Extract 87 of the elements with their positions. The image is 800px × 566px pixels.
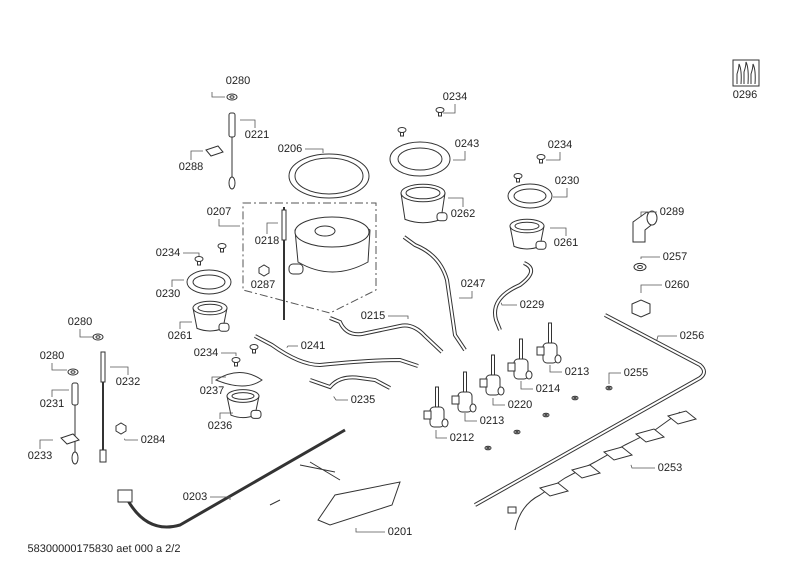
callout-number: 0280 <box>40 350 64 362</box>
callout-number: 0213 <box>480 415 504 427</box>
leader-line <box>458 290 472 298</box>
callout-number: 0234 <box>194 347 218 359</box>
callout-number: 0230 <box>554 175 580 187</box>
callout-number: 0214 <box>536 383 560 395</box>
leader-line <box>436 430 448 438</box>
leader-line <box>240 120 256 128</box>
callout-number: 0284 <box>140 434 166 446</box>
leader-line <box>190 150 204 160</box>
callout-number: 0289 <box>660 206 684 218</box>
callout-number: 0201 <box>388 526 412 538</box>
leader-line <box>550 228 566 236</box>
callout-number: 0262 <box>450 208 476 220</box>
callout-number: 0253 <box>658 462 682 474</box>
callout-number: 0232 <box>116 376 140 388</box>
callout-number: 0207 <box>206 206 232 218</box>
callout-number: 0287 <box>250 279 276 291</box>
callout-number: 0261 <box>554 237 578 249</box>
callout-number: 0231 <box>40 398 64 410</box>
leader-line <box>286 346 298 348</box>
callout-number: 0280 <box>226 75 250 87</box>
leader-line <box>442 104 456 114</box>
leader-line <box>266 222 278 234</box>
leader-line <box>520 380 534 390</box>
leader-line <box>182 252 200 256</box>
callout-number: 0215 <box>360 310 386 322</box>
callout-number: 0230 <box>156 288 180 300</box>
callout-number: 0213 <box>564 366 590 378</box>
leader-line <box>546 152 560 160</box>
leader-line <box>388 316 408 320</box>
callout-number: 0218 <box>254 235 280 247</box>
leader-line <box>640 212 658 218</box>
leader-line <box>452 150 466 160</box>
callout-number: 0255 <box>624 367 648 379</box>
leader-line <box>356 528 386 532</box>
callout-number: 0220 <box>508 399 532 411</box>
leader-line <box>212 376 226 384</box>
callout-number: 0247 <box>460 278 486 290</box>
leader-line <box>218 218 240 226</box>
leader-line <box>220 412 234 420</box>
leader-line <box>500 302 518 306</box>
callout-number: 0235 <box>350 394 376 406</box>
leader-line <box>52 362 68 370</box>
leader-line <box>492 398 506 406</box>
callout-number: 0221 <box>244 129 270 141</box>
leader-line <box>333 396 348 400</box>
callout-number: 0288 <box>178 161 204 173</box>
leader-line <box>464 412 478 422</box>
callout-number: 0261 <box>168 330 192 342</box>
callout-number: 0257 <box>662 251 688 263</box>
callout-number: 0229 <box>520 299 544 311</box>
leader-line <box>220 352 236 356</box>
callout-number: 0243 <box>454 138 480 150</box>
leader-line <box>630 464 656 468</box>
leader-line <box>656 336 678 341</box>
leader-line <box>212 92 226 98</box>
leader-line <box>608 372 622 384</box>
callout-number: 0233 <box>28 450 52 462</box>
callout-number: 0260 <box>664 279 690 291</box>
callout-number: 0237 <box>200 385 224 397</box>
leader-line <box>172 280 184 288</box>
leader-line <box>40 440 54 450</box>
callout-number: 0234 <box>548 139 572 151</box>
callout-number: 0296 <box>732 89 758 101</box>
leader-line <box>210 496 230 500</box>
leader-line <box>550 364 562 372</box>
callout-number: 0236 <box>208 420 232 432</box>
callout-number: 0241 <box>300 340 326 352</box>
leader-line <box>110 366 128 376</box>
leader-line <box>552 188 568 198</box>
leader-line <box>52 390 70 398</box>
drawing-number: 58300000175830 aet 000 a 2/2 <box>28 543 180 555</box>
leader-line <box>304 148 324 154</box>
leader-line <box>180 322 192 330</box>
callout-number: 0234 <box>442 91 468 103</box>
leader-line <box>640 284 662 294</box>
callout-number: 0256 <box>680 330 704 342</box>
callout-number: 0212 <box>450 432 474 444</box>
callout-number: 0206 <box>278 143 302 155</box>
callout-number: 0203 <box>182 491 208 503</box>
leader-line <box>640 256 660 260</box>
callout-number: 0280 <box>68 316 92 328</box>
leader-line <box>80 328 94 338</box>
leader-line <box>448 198 464 208</box>
leader-line <box>124 438 138 440</box>
callout-number: 0234 <box>156 247 180 259</box>
